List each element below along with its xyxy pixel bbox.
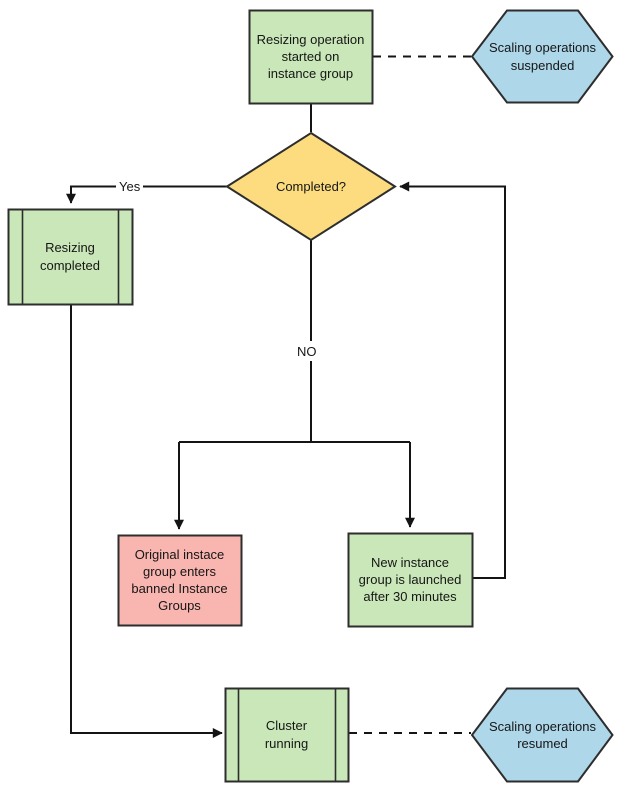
decision-diamond-shape <box>225 131 397 242</box>
start-process-shape <box>248 9 374 105</box>
resizing-completed-shape <box>7 208 134 306</box>
resumed-hexagon-shape <box>470 687 614 783</box>
edge-resizing-to-cluster <box>70 304 223 738</box>
banned-group-shape <box>117 534 243 627</box>
edge-new-group-to-decision <box>399 181 506 579</box>
cluster-running-inner-bars <box>237 688 337 782</box>
suspended-hexagon-shape <box>470 9 614 104</box>
edge-decision-yes <box>66 185 227 204</box>
new-group-shape <box>347 532 474 628</box>
resizing-completed-inner-bars <box>21 209 120 305</box>
cluster-running-shape <box>224 687 350 783</box>
